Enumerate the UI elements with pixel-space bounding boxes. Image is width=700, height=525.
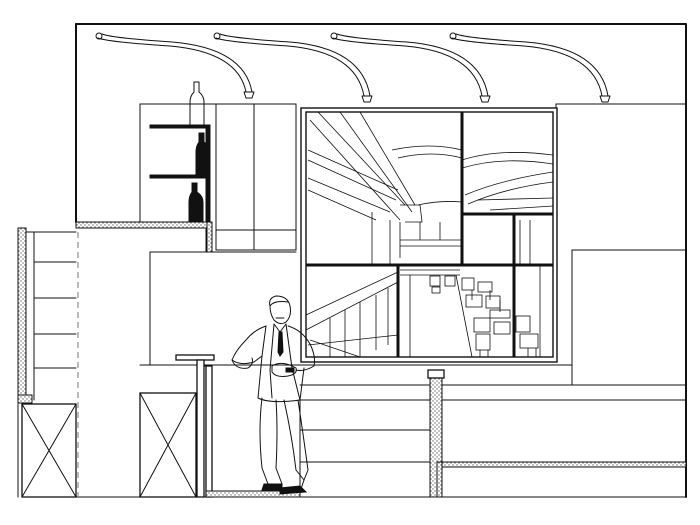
crate-right: [139, 364, 297, 498]
ceiling-light-3: [330, 32, 491, 103]
standing-man-figure: [231, 295, 315, 495]
ceiling-light-2: [213, 32, 373, 103]
ceiling-light-fixtures: [95, 32, 611, 103]
interior-window: [300, 107, 558, 363]
bottle-clear: [189, 81, 205, 126]
interior-ceiling-ducts: [307, 111, 554, 223]
bottle-dark-2: [188, 182, 204, 225]
ceiling-light-4: [449, 32, 611, 103]
left-staircase: [17, 227, 79, 497]
interior-seating: [400, 265, 541, 358]
bottle-dark-1: [195, 132, 211, 176]
interior-bar-counter: [305, 271, 399, 358]
bottle-shelf: [149, 81, 211, 253]
floor-platform: [205, 461, 687, 498]
mezzanine-slab: [75, 221, 297, 366]
lounge-steps: [295, 364, 687, 498]
interior-back-wall: [371, 212, 531, 265]
ceiling-light-1: [95, 32, 255, 99]
crate-left: [17, 403, 77, 498]
bar-table: [175, 354, 215, 498]
